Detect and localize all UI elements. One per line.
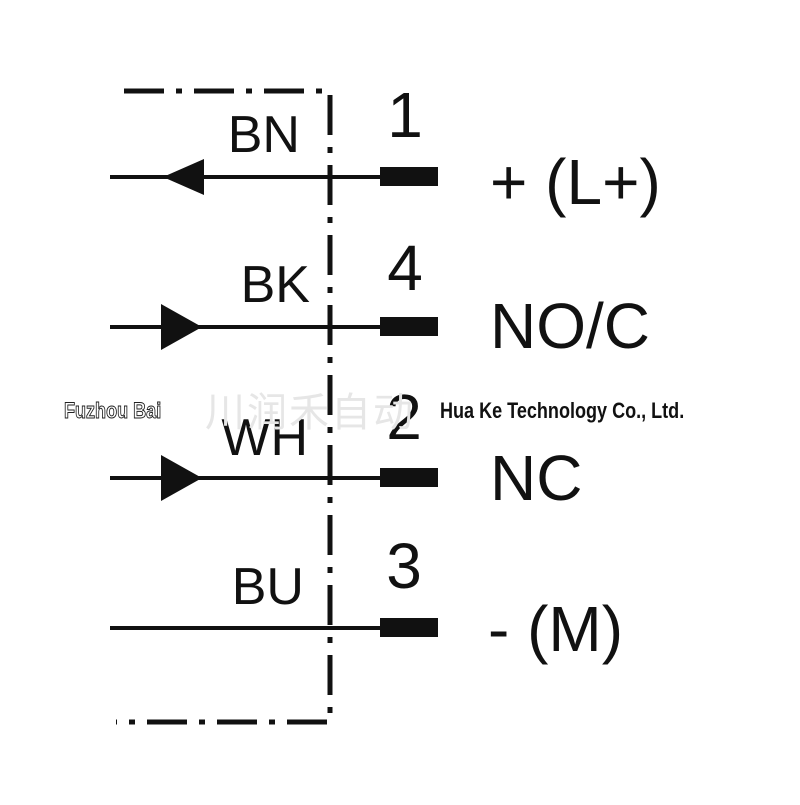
pin-contact: [380, 618, 438, 637]
wire-color-label: BU: [232, 558, 304, 616]
watermark-right: Hua Ke Technology Co., Ltd.: [440, 398, 685, 423]
wire-bn: [110, 159, 438, 195]
arrow-left-icon: [163, 159, 204, 195]
pin-number: 1: [387, 79, 423, 151]
housing-boundary: [116, 88, 333, 725]
wire-wh: [110, 455, 438, 501]
signal-label: NO/C: [490, 290, 650, 362]
watermark-faint-text: 川润禾自动: [205, 390, 415, 436]
signal-label: NC: [490, 442, 582, 514]
pin-contact: [380, 468, 438, 487]
arrow-right-icon: [161, 304, 202, 350]
wire-bu: [110, 618, 438, 637]
arrow-right-icon: [161, 455, 202, 501]
signal-label: + (L+): [490, 146, 661, 218]
signal-label: - (M): [488, 593, 623, 665]
pin-number: 4: [387, 232, 423, 304]
wire-color-label: WH: [221, 409, 308, 467]
pin-contact: [380, 317, 438, 336]
pin-number: 3: [386, 530, 422, 602]
wire-color-label: BN: [228, 106, 300, 164]
watermark-left: Fuzhou Bai: [64, 398, 162, 424]
pin-contact: [380, 167, 438, 186]
wire-color-label: BK: [241, 256, 311, 314]
pin-number: 2: [386, 381, 422, 453]
wire-bk: [110, 304, 438, 350]
